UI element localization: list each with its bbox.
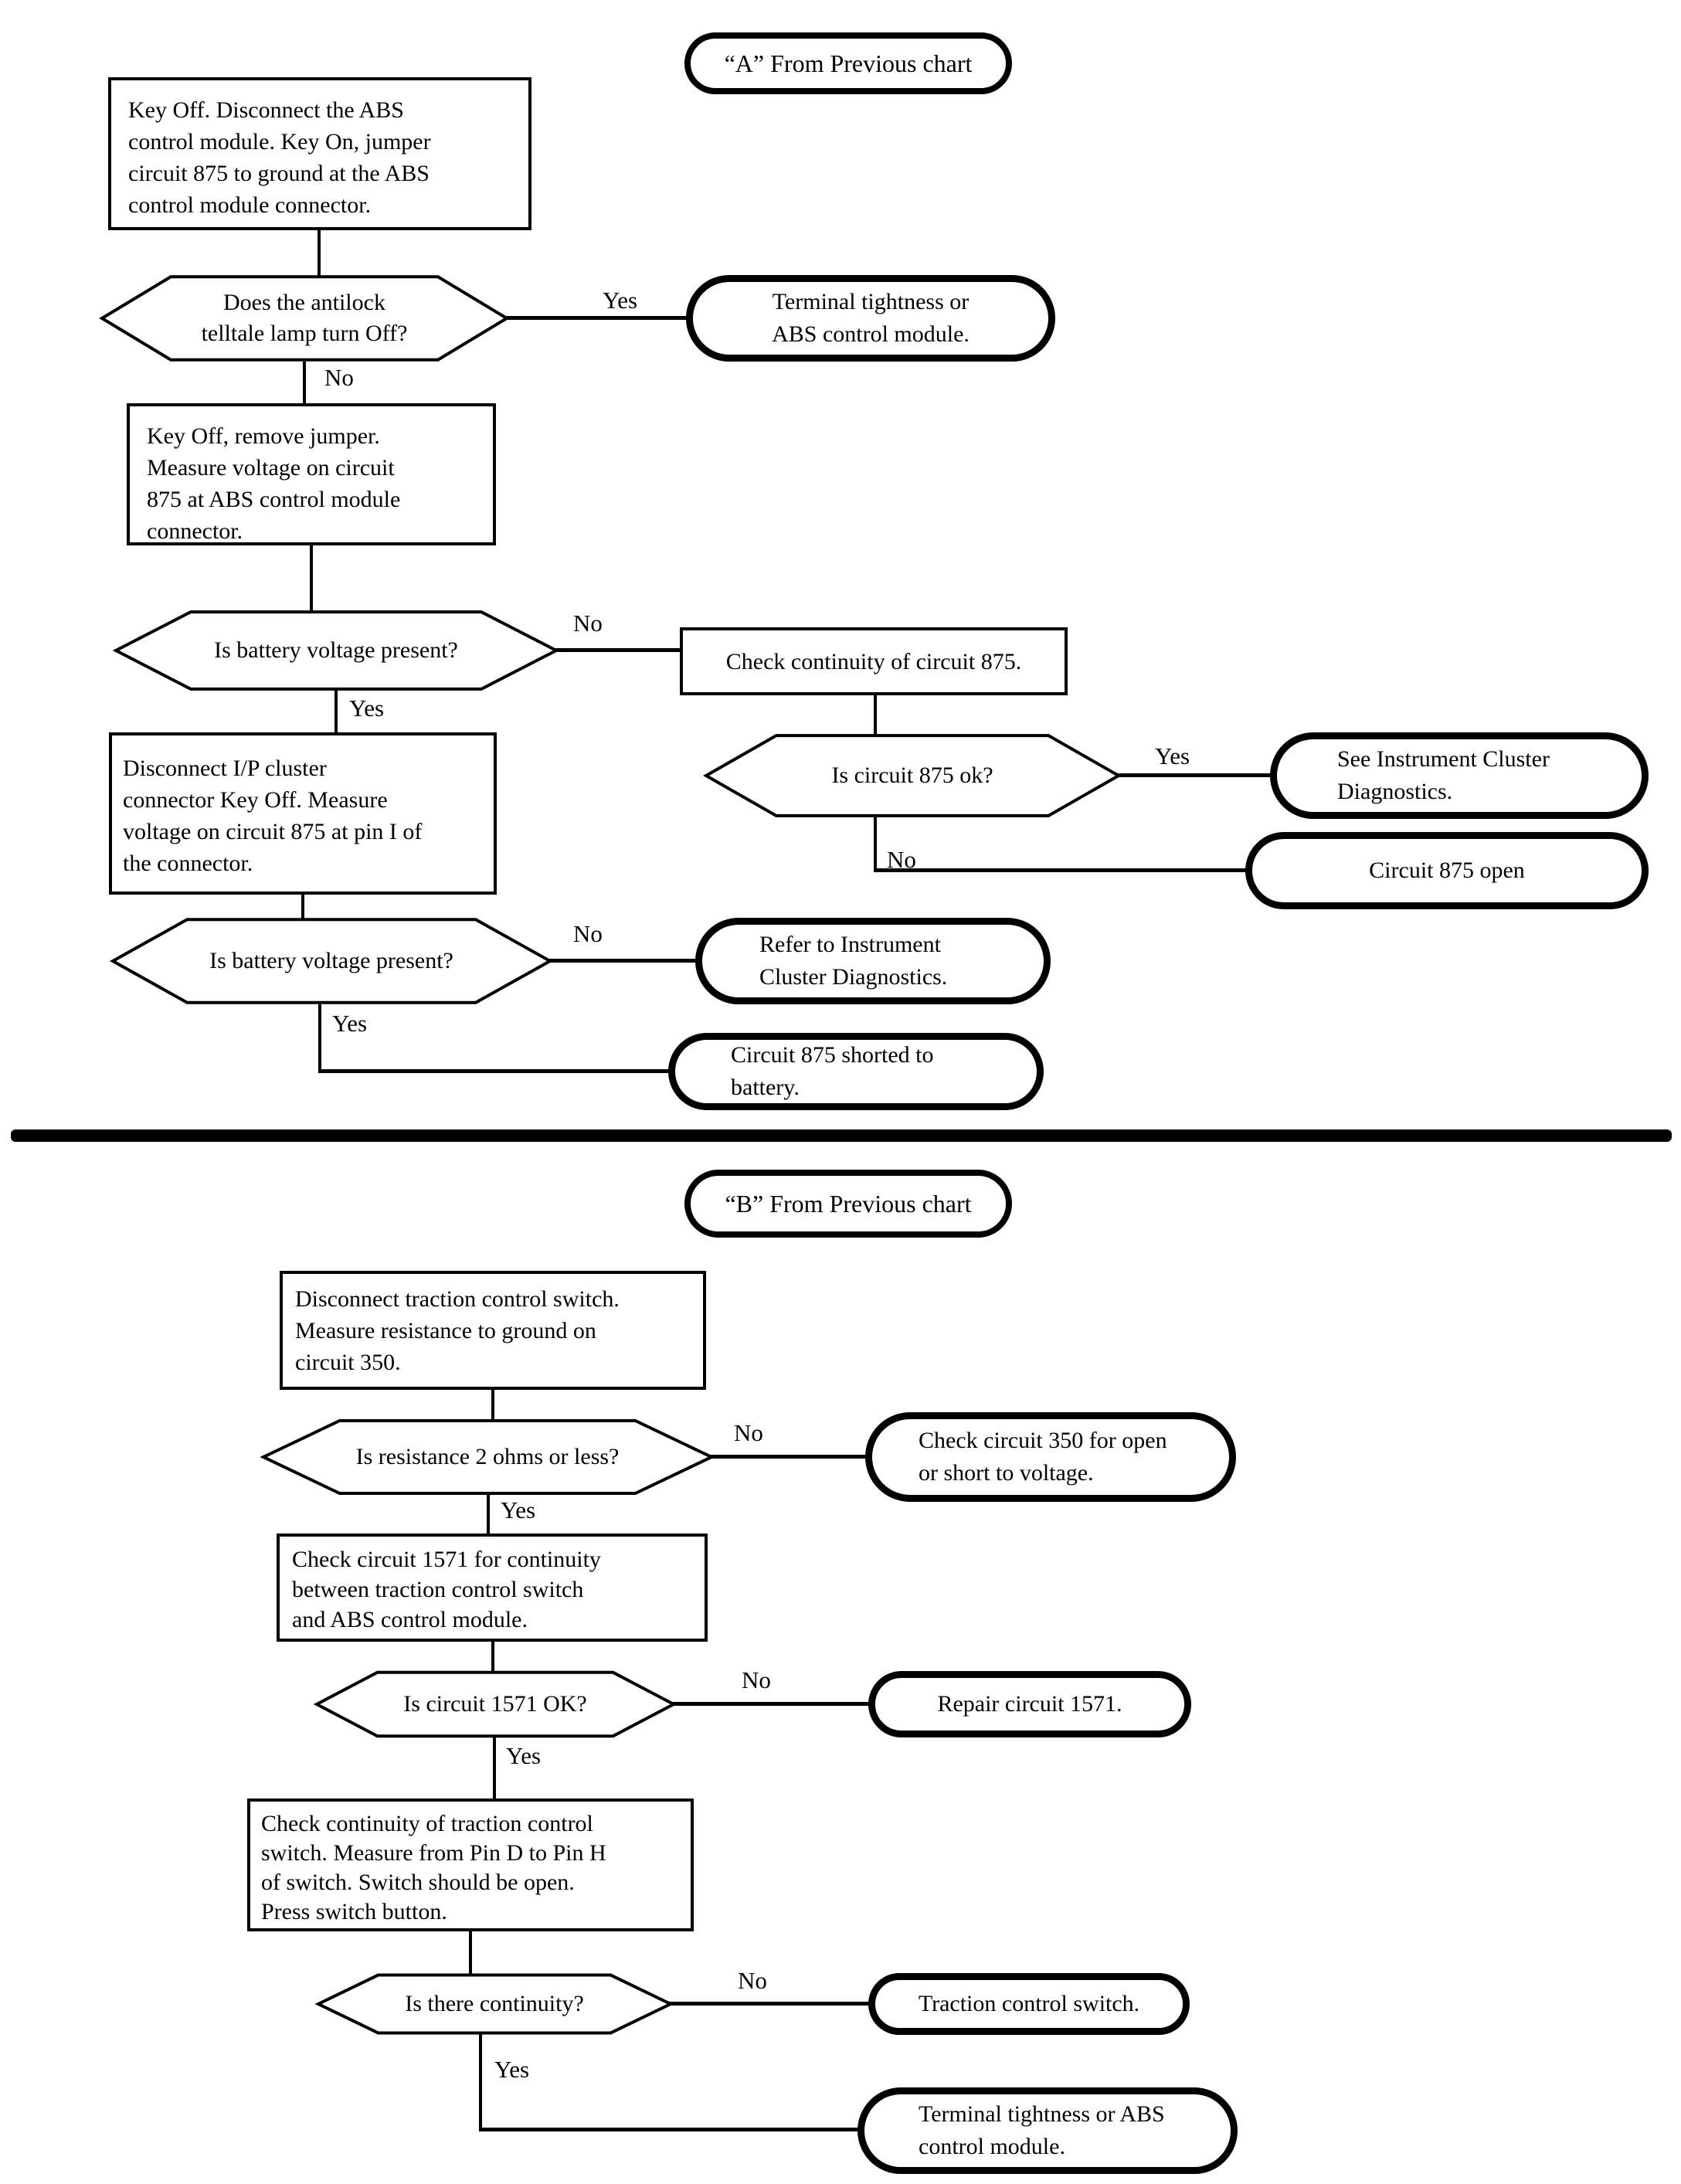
result-oval-refer-cluster-diagnostics-text: Refer to Instrument Cluster Diagnostics. [759, 932, 948, 990]
decision-resistance-2-ohms: Is resistance 2 ohms or less? [263, 1419, 711, 1495]
process-box-check-continuity-875: Check continuity of circuit 875. [680, 627, 1068, 695]
result-oval-traction-control-switch: Traction control switch. [868, 1973, 1190, 2035]
edge-label-no: No [742, 1666, 771, 1693]
edge-label-no: No [887, 846, 916, 873]
result-oval-repair-1571: Repair circuit 1571. [868, 1671, 1191, 1737]
process-box-jumper-875: Key Off. Disconnect the ABS control modu… [108, 77, 531, 230]
decision-is-there-continuity: Is there continuity? [318, 1974, 671, 2034]
decision-battery-voltage-1-text: Is battery voltage present? [214, 637, 458, 663]
process-box-ip-cluster: Disconnect I/P cluster connector Key Off… [109, 732, 497, 895]
connector-line [505, 316, 688, 320]
connector-line [874, 868, 1248, 872]
result-oval-terminal-tightness-b-text: Terminal tightness or ABS control module… [919, 2101, 1165, 2159]
result-oval-circuit-875-open: Circuit 875 open [1245, 832, 1649, 909]
result-oval-check-circuit-350-text: Check circuit 350 for open or short to v… [919, 1428, 1167, 1486]
result-oval-refer-cluster-diagnostics: Refer to Instrument Cluster Diagnostics. [695, 918, 1051, 1004]
decision-battery-voltage-2-text: Is battery voltage present? [209, 948, 453, 973]
decision-circuit-875-ok-text: Is circuit 875 ok? [831, 763, 993, 788]
process-box-check-1571: Check circuit 1571 for continuity betwee… [277, 1534, 708, 1642]
edge-label-yes: Yes [501, 1496, 536, 1523]
result-oval-terminal-tightness-a: Terminal tightness or ABS control module… [686, 275, 1055, 362]
result-oval-see-cluster-diagnostics-text: See Instrument Cluster Diagnostics. [1337, 746, 1550, 804]
result-oval-terminal-tightness-b: Terminal tightness or ABS control module… [857, 2087, 1238, 2174]
result-oval-875-shorted-text: Circuit 875 shorted to battery. [731, 1042, 934, 1100]
hexagon-shape [263, 1419, 711, 1495]
edge-label-yes: Yes [494, 2056, 530, 2083]
connector-line [491, 1640, 494, 1671]
edge-label-yes: Yes [1155, 742, 1190, 769]
result-oval-see-cluster-diagnostics: See Instrument Cluster Diagnostics. [1270, 732, 1649, 819]
connector-line [335, 689, 338, 732]
result-oval-circuit-875-open-text: Circuit 875 open [1369, 858, 1525, 883]
process-box-switch-continuity: Check continuity of traction control swi… [247, 1798, 694, 1931]
edge-label-no: No [573, 610, 603, 637]
process-box-check-1571-text: Check circuit 1571 for continuity betwee… [292, 1547, 601, 1632]
connector-line [318, 1069, 670, 1073]
connector-line [491, 1388, 494, 1421]
process-box-remove-jumper: Key Off, remove jumper. Measure voltage … [127, 403, 496, 545]
connector-line [487, 1493, 490, 1534]
connector-line [672, 1702, 871, 1706]
entry-oval-b-label: “B” From Previous chart [725, 1190, 972, 1218]
process-box-ip-cluster-text: Disconnect I/P cluster connector Key Off… [123, 756, 423, 876]
decision-circuit-875-ok: Is circuit 875 ok? [706, 734, 1119, 817]
entry-oval-a-label: “A” From Previous chart [724, 49, 973, 77]
decision-circuit-1571-ok: Is circuit 1571 OK? [317, 1671, 674, 1737]
section-divider [11, 1129, 1672, 1142]
process-box-check-continuity-875-text: Check continuity of circuit 875. [725, 648, 1022, 674]
edge-label-no: No [573, 920, 603, 947]
process-box-remove-jumper-text: Key Off, remove jumper. Measure voltage … [147, 423, 401, 544]
connector-line [318, 229, 321, 277]
hexagon-shape [317, 1671, 674, 1737]
decision-circuit-1571-ok-text: Is circuit 1571 OK? [403, 1691, 587, 1717]
decision-battery-voltage-1: Is battery voltage present? [116, 610, 556, 691]
connector-line [1117, 773, 1272, 777]
edge-label-no: No [738, 1967, 767, 1994]
result-oval-875-shorted: Circuit 875 shorted to battery. [668, 1033, 1044, 1110]
result-oval-check-circuit-350: Check circuit 350 for open or short to v… [865, 1412, 1236, 1502]
edge-label-yes: Yes [603, 287, 638, 314]
connector-line [874, 694, 877, 737]
process-box-disconnect-switch-text: Disconnect traction control switch. Meas… [295, 1286, 620, 1375]
process-box-disconnect-switch: Disconnect traction control switch. Meas… [280, 1271, 706, 1390]
connector-line [479, 2034, 482, 2131]
hexagon-shape [318, 1974, 671, 2034]
result-oval-repair-1571-text: Repair circuit 1571. [937, 1691, 1122, 1717]
connector-line [469, 1930, 472, 1974]
decision-telltale-lamp: Does the antilock telltale lamp turn Off… [102, 275, 507, 362]
entry-oval-a: “A” From Previous chart [684, 32, 1012, 94]
decision-is-there-continuity-text: Is there continuity? [405, 1991, 584, 2016]
hexagon-shape [116, 610, 556, 691]
edge-label-yes: Yes [506, 1742, 542, 1769]
process-box-jumper-875-text: Key Off. Disconnect the ABS control modu… [128, 97, 431, 218]
edge-label-no: No [324, 364, 354, 391]
hexagon-shape [706, 734, 1119, 817]
result-oval-traction-control-switch-text: Traction control switch. [918, 1991, 1140, 2016]
edge-label-yes: Yes [332, 1010, 368, 1037]
connector-line [874, 817, 877, 872]
connector-line [479, 2128, 861, 2131]
connector-line [493, 1737, 496, 1798]
connector-line [555, 648, 681, 652]
connector-line [310, 544, 313, 612]
hexagon-shape [113, 918, 550, 1004]
result-oval-terminal-tightness-a-text: Terminal tightness or ABS control module… [772, 289, 970, 347]
connector-line [669, 2002, 870, 2006]
connector-line [318, 1004, 321, 1072]
process-box-switch-continuity-text: Check continuity of traction control swi… [261, 1811, 606, 1924]
connector-line [303, 362, 306, 405]
connector-line [710, 1455, 868, 1459]
hexagon-shape [102, 275, 507, 362]
entry-oval-b: “B” From Previous chart [684, 1170, 1012, 1238]
edge-label-no: No [734, 1419, 763, 1446]
decision-battery-voltage-2: Is battery voltage present? [113, 918, 550, 1004]
connector-line [548, 959, 698, 963]
connector-line [301, 895, 304, 919]
decision-telltale-lamp-text: Does the antilock telltale lamp turn Off… [201, 290, 408, 346]
decision-resistance-2-ohms-text: Is resistance 2 ohms or less? [355, 1444, 620, 1469]
edge-label-yes: Yes [349, 695, 385, 722]
